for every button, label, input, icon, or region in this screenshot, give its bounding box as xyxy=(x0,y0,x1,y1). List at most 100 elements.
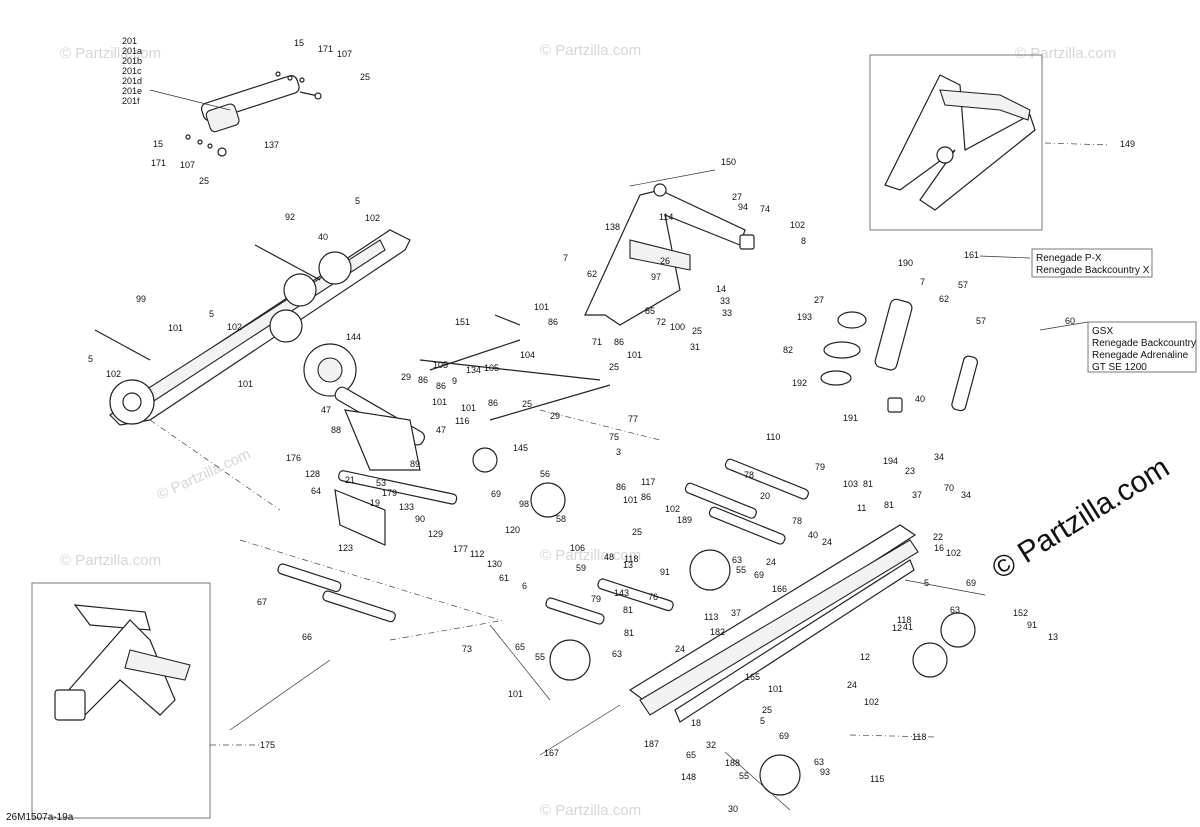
callout-number: 90 xyxy=(415,514,425,524)
callout-number: 5 xyxy=(924,578,929,588)
callout-number: 115 xyxy=(870,774,884,784)
callout-number: 25 xyxy=(609,362,619,372)
callout-number: 94 xyxy=(738,202,748,212)
callout-label: 201a xyxy=(122,46,142,56)
callout-number: 31 xyxy=(690,342,700,352)
callout-number: 12 xyxy=(892,623,902,633)
callout-number: 105 xyxy=(484,363,499,373)
callout-number: 86 xyxy=(418,375,428,385)
note-190-line: Renegade Backcountry X xyxy=(1036,265,1150,276)
callout-number: 40 xyxy=(915,394,925,404)
callout-number: 114 xyxy=(659,212,673,222)
left-rail-assembly xyxy=(94,229,411,426)
watermark: © Partzilla.com xyxy=(540,42,641,59)
callout-number: 150 xyxy=(721,157,736,167)
callout-number: 118 xyxy=(912,732,926,742)
callout-number: 113 xyxy=(704,612,718,622)
callout-label: 201 xyxy=(122,36,137,46)
callout-number: 55 xyxy=(535,652,545,662)
callout-number: 21 xyxy=(345,475,355,485)
callout-201-stack: 201 201a 201b 201c 201d 201e 201f xyxy=(122,36,142,106)
callout-number: 137 xyxy=(264,140,279,150)
callout-label: 201b xyxy=(122,56,142,66)
callout-number: 74 xyxy=(760,204,770,214)
callout-number: 23 xyxy=(905,466,915,476)
callout-number: 107 xyxy=(337,49,352,59)
callout-number: 138 xyxy=(605,222,620,232)
callout-number: 191 xyxy=(843,413,858,423)
callout-number: 86 xyxy=(641,492,651,502)
callout-number: 13 xyxy=(623,560,633,570)
callout-number: 78 xyxy=(744,470,754,480)
callout-number: 62 xyxy=(587,269,597,279)
callout-number: 89 xyxy=(410,459,420,469)
front-arm-150 xyxy=(584,183,755,326)
callout-number: 177 xyxy=(453,544,468,554)
callout-number: 145 xyxy=(513,443,528,453)
callout-number: 92 xyxy=(285,212,295,222)
callout-number: 40 xyxy=(808,530,818,540)
callout-number: 144 xyxy=(346,332,361,342)
callout-number: 98 xyxy=(519,499,529,509)
callout-number: 57 xyxy=(976,316,986,326)
callout-number: 81 xyxy=(624,628,634,638)
callout-number: 110 xyxy=(766,432,780,442)
callout-number: 69 xyxy=(966,578,976,588)
callout-number: 11 xyxy=(857,503,866,513)
callout-number: 26 xyxy=(660,256,670,266)
callout-number: 105 xyxy=(433,360,448,370)
callout-number: 101 xyxy=(623,495,638,505)
callout-number: 91 xyxy=(1027,620,1037,630)
watermark: © Partzilla.com xyxy=(60,552,161,569)
callout-number: 102 xyxy=(864,697,879,707)
callout-number: 32 xyxy=(706,740,716,750)
callout-number: 182 xyxy=(710,627,725,637)
callout-number: 106 xyxy=(570,543,585,553)
callout-number: 91 xyxy=(660,567,670,577)
callout-number: 101 xyxy=(238,379,253,389)
callout-number: 69 xyxy=(754,570,764,580)
callout-number: 78 xyxy=(792,516,802,526)
callout-number: 27 xyxy=(814,295,824,305)
callout-number: 7 xyxy=(920,277,925,287)
callout-number: 99 xyxy=(136,294,146,304)
callout-number: 71 xyxy=(592,337,602,347)
callout-number: 8 xyxy=(801,236,806,246)
brand-watermark: © Partzilla.com xyxy=(986,451,1175,586)
callout-number: 57 xyxy=(958,280,968,290)
callout-number: 79 xyxy=(591,594,601,604)
callout-number: 101 xyxy=(534,302,549,312)
watermark: © Partzilla.com xyxy=(1015,45,1116,62)
callout-number: 88 xyxy=(331,425,341,435)
callout-number: 86 xyxy=(548,317,558,327)
callout-number: 22 xyxy=(933,532,943,542)
callout-number: 101 xyxy=(508,689,523,699)
callout-number: 112 xyxy=(470,549,484,559)
callout-number: 40 xyxy=(318,232,328,242)
watermark: © Partzilla.com xyxy=(155,446,254,504)
callout-number: 116 xyxy=(455,416,469,426)
callout-label: 201c xyxy=(122,66,142,76)
callout-number: 63 xyxy=(612,649,622,659)
callout-number: 86 xyxy=(614,337,624,347)
callout-number: 37 xyxy=(912,490,922,500)
callout-number: 34 xyxy=(961,490,971,500)
callout-number: 81 xyxy=(884,500,894,510)
callout-number: 192 xyxy=(792,378,807,388)
callout-number: 102 xyxy=(227,322,242,332)
callout-number: 64 xyxy=(311,486,321,496)
callout-number: 25 xyxy=(360,72,370,82)
callout-number: 81 xyxy=(863,479,873,489)
callout-number: 104 xyxy=(520,350,535,360)
callout-number: 47 xyxy=(436,425,446,435)
callout-number: 101 xyxy=(627,350,642,360)
note-194-line: GT SE 1200 xyxy=(1092,362,1147,373)
callout-number: 15 xyxy=(153,139,163,149)
watermark: © Partzilla.com xyxy=(60,45,161,62)
callout-number: 75 xyxy=(609,432,619,442)
callout-number: 134 xyxy=(466,365,481,375)
callout-number: 63 xyxy=(814,757,824,767)
callout-number: 120 xyxy=(505,525,520,535)
callout-number: 12 xyxy=(860,652,870,662)
